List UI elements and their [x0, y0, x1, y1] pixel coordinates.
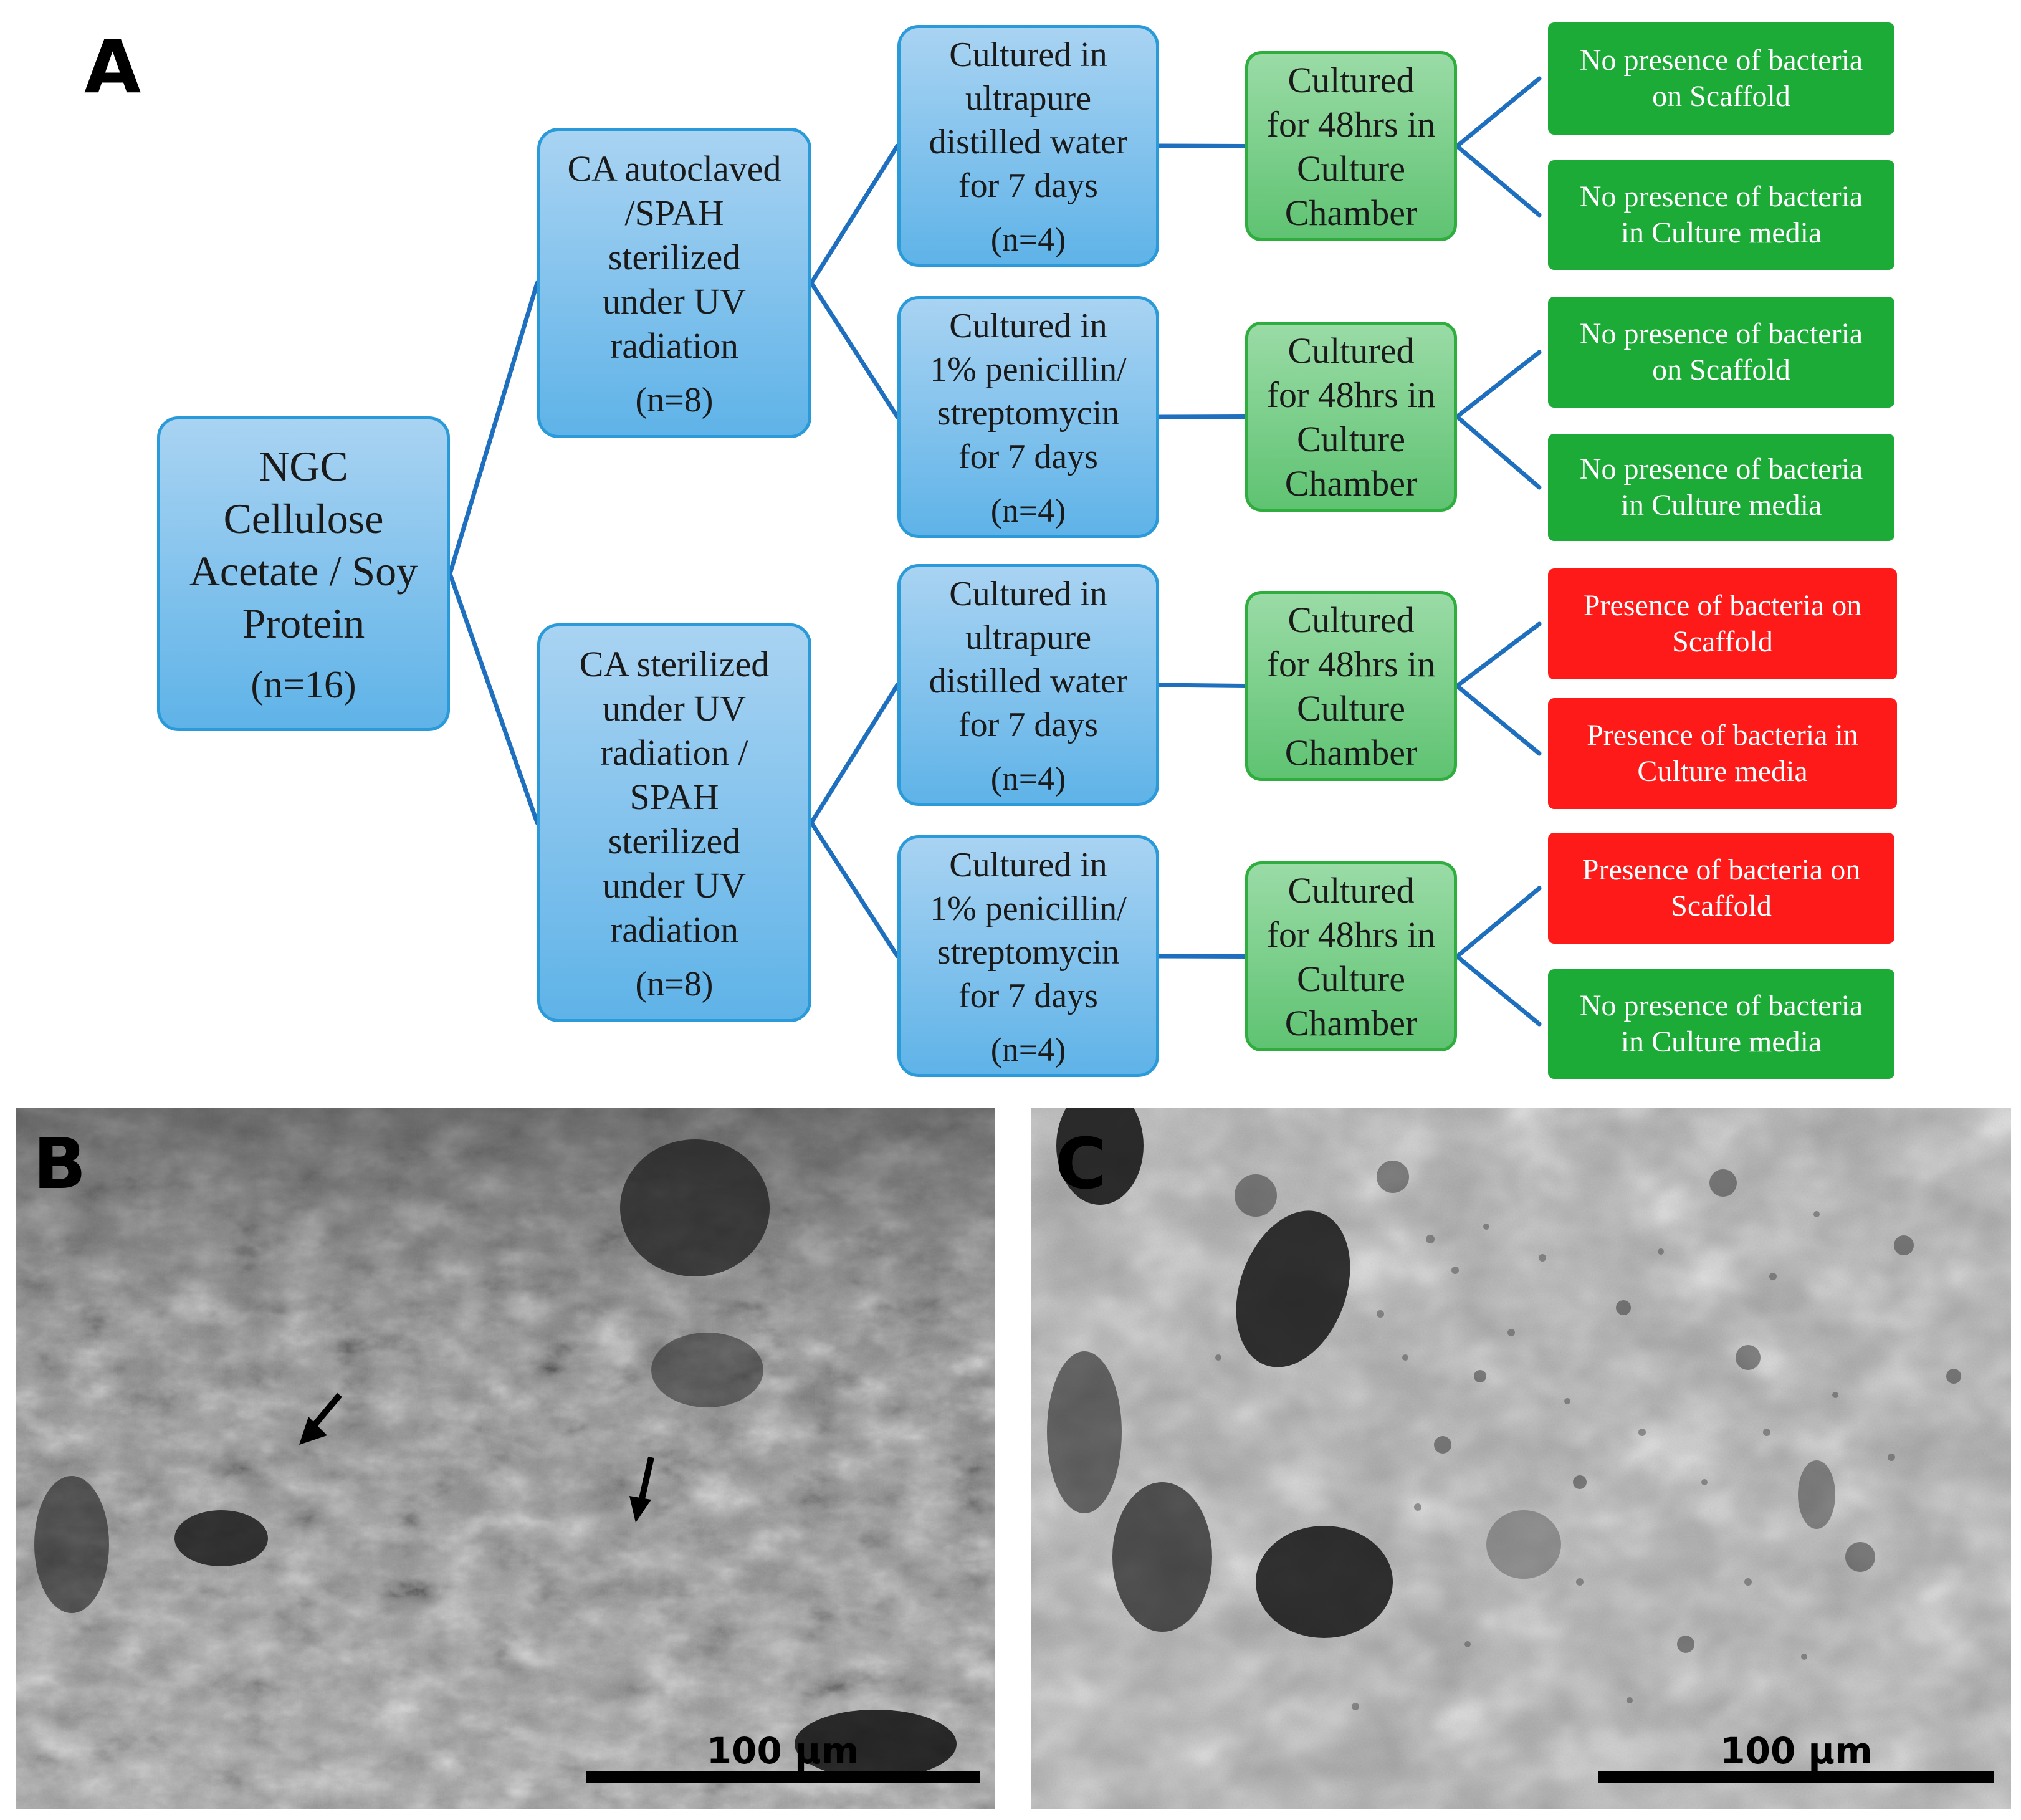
connector-incubation-result [1455, 954, 1542, 1027]
connector-group-culture [809, 682, 900, 825]
culture-label: Cultured in 1% penicillin/ streptomycin … [930, 846, 1127, 1015]
group-count: (n=8) [635, 964, 714, 1003]
culture-node-antibiotic-1: Cultured in 1% penicillin/ streptomycin … [897, 296, 1159, 538]
connector-incubation-result [1455, 684, 1542, 756]
incubation-label: Cultured for 48hrs in Culture Chamber [1266, 869, 1436, 1043]
root-count: (n=16) [251, 664, 356, 706]
root-node: NGC Cellulose Acetate / Soy Protein (n=1… [157, 416, 450, 731]
connector-root-group [447, 572, 540, 825]
panel-label-a: A [84, 24, 141, 110]
panel-label-b: B [33, 1124, 87, 1205]
root-label: NGC Cellulose Acetate / Soy Protein [189, 443, 418, 647]
connector-incubation-result [1455, 76, 1542, 148]
incubation-node-3: Cultured for 48hrs in Culture Chamber [1245, 591, 1457, 781]
panel-label-c: C [1055, 1124, 1107, 1205]
connector-incubation-result [1455, 144, 1542, 218]
incubation-node-4: Cultured for 48hrs in Culture Chamber [1245, 861, 1457, 1051]
scale-label-b: 100 μm [706, 1730, 859, 1772]
culture-count: (n=4) [990, 221, 1066, 258]
result-box: Presence of bacteria on Scaffold [1548, 833, 1894, 944]
micrograph-c-texture [1031, 1108, 2011, 1809]
scale-bar-b [586, 1771, 980, 1783]
group-node-autoclaved: CA autoclaved /SPAH sterilized under UV … [537, 128, 811, 438]
culture-label: Cultured in ultrapure distilled water fo… [929, 36, 1128, 205]
connector-culture-incubation [1157, 682, 1248, 688]
group-node-uv-sterilized: CA sterilized under UV radiation / SPAH … [537, 623, 811, 1022]
incubation-node-2: Cultured for 48hrs in Culture Chamber [1245, 322, 1457, 512]
result-box: Presence of bacteria on Scaffold [1548, 568, 1897, 679]
incubation-node-1: Cultured for 48hrs in Culture Chamber [1245, 51, 1457, 241]
result-box: Presence of bacteria in Culture media [1548, 698, 1897, 809]
group-label: CA autoclaved /SPAH sterilized under UV … [567, 148, 781, 366]
connector-culture-incubation [1157, 954, 1248, 959]
connector-group-culture [809, 820, 900, 959]
scale-label-c: 100 μm [1720, 1730, 1873, 1772]
culture-count: (n=4) [990, 1031, 1066, 1068]
result-box: No presence of bacteria on Scaffold [1548, 297, 1894, 408]
connector-incubation-result [1455, 886, 1542, 959]
micrograph-b-texture [16, 1108, 995, 1809]
connector-root-group [447, 280, 540, 576]
micrograph-c: 100 μm C [1031, 1108, 2011, 1809]
incubation-label: Cultured for 48hrs in Culture Chamber [1266, 599, 1436, 773]
result-box: No presence of bacteria on Scaffold [1548, 22, 1894, 135]
group-count: (n=8) [635, 380, 714, 419]
culture-label: Cultured in 1% penicillin/ streptomycin … [930, 307, 1127, 476]
culture-node-antibiotic-2: Cultured in 1% penicillin/ streptomycin … [897, 835, 1159, 1077]
connector-incubation-result [1455, 414, 1542, 490]
incubation-label: Cultured for 48hrs in Culture Chamber [1266, 330, 1436, 504]
culture-node-water-1: Cultured in ultrapure distilled water fo… [897, 25, 1159, 267]
result-box: No presence of bacteria in Culture media [1548, 434, 1894, 541]
culture-node-water-2: Cultured in ultrapure distilled water fo… [897, 564, 1159, 806]
group-label: CA sterilized under UV radiation / SPAH … [579, 643, 770, 950]
connector-incubation-result [1455, 350, 1542, 419]
connector-group-culture [809, 143, 900, 285]
connector-incubation-result [1455, 621, 1542, 688]
culture-count: (n=4) [990, 492, 1066, 529]
micrograph-b: 100 μm B [16, 1108, 995, 1809]
connector-group-culture [809, 280, 900, 419]
culture-label: Cultured in ultrapure distilled water fo… [929, 575, 1128, 744]
connector-culture-incubation [1157, 414, 1248, 419]
result-box: No presence of bacteria in Culture media [1548, 160, 1894, 270]
result-box: No presence of bacteria in Culture media [1548, 969, 1894, 1079]
incubation-label: Cultured for 48hrs in Culture Chamber [1266, 59, 1436, 233]
culture-count: (n=4) [990, 760, 1066, 797]
scale-bar-c [1598, 1771, 1994, 1783]
